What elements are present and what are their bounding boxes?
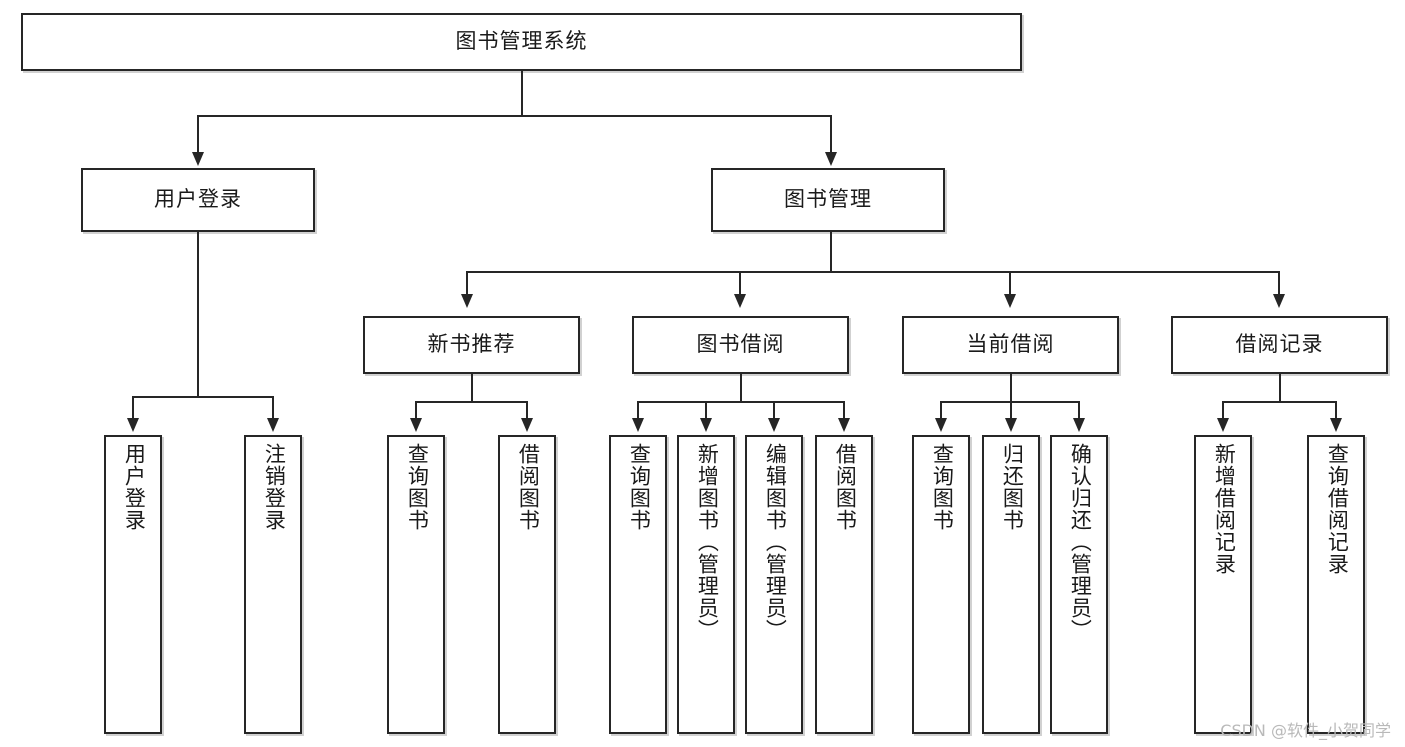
connector-borrowrecord-bus bbox=[1222, 401, 1337, 403]
node-current-borrow[interactable]: 当前借阅 bbox=[902, 316, 1119, 374]
arrowhead-userlogin bbox=[192, 152, 204, 166]
arrowhead-new-book-recommend bbox=[461, 294, 473, 308]
connector-bookborrow-drop-1 bbox=[637, 401, 639, 418]
arrowhead-book-borrow bbox=[734, 294, 746, 308]
node-label: 借阅图书 bbox=[516, 443, 540, 531]
connector-bookmanage-bus bbox=[466, 271, 1280, 273]
connector-bookborrow-drop-4 bbox=[843, 401, 845, 418]
node-root-system[interactable]: 图书管理系统 bbox=[21, 13, 1022, 71]
arrowhead-leaf-add-record bbox=[1217, 418, 1229, 432]
node-book-manage[interactable]: 图书管理 bbox=[711, 168, 945, 232]
node-leaf-query-book-1[interactable]: 查询图书 bbox=[387, 435, 445, 734]
arrowhead-leaf-user-login bbox=[127, 418, 139, 432]
arrowhead-leaf-query-record bbox=[1330, 418, 1342, 432]
connector-userlogin-stem bbox=[197, 232, 199, 397]
node-label: 新书推荐 bbox=[427, 332, 516, 356]
node-book-borrow[interactable]: 图书借阅 bbox=[632, 316, 849, 374]
node-label: 借阅图书 bbox=[833, 443, 857, 531]
connector-currentborrow-drop-3 bbox=[1078, 401, 1080, 418]
node-label: 图书借阅 bbox=[696, 332, 785, 356]
connector-bookmanage-drop-4 bbox=[1278, 271, 1280, 295]
node-leaf-borrow-book-1[interactable]: 借阅图书 bbox=[498, 435, 556, 734]
connector-borrowrecord-drop-1 bbox=[1222, 401, 1224, 418]
arrowhead-leaf-logout-login bbox=[267, 418, 279, 432]
arrowhead-current-borrow bbox=[1004, 294, 1016, 308]
connector-root-to-userlogin bbox=[197, 115, 199, 153]
arrowhead-leaf-borrow-book-1 bbox=[521, 418, 533, 432]
node-label: 借阅记录 bbox=[1235, 332, 1324, 356]
connector-newbook-drop-2 bbox=[526, 401, 528, 418]
node-user-login[interactable]: 用户登录 bbox=[81, 168, 315, 232]
arrowhead-bookmanage bbox=[825, 152, 837, 166]
connector-userlogin-bus bbox=[132, 396, 274, 398]
connector-currentborrow-drop-1 bbox=[940, 401, 942, 418]
connector-userlogin-drop-2 bbox=[272, 396, 274, 418]
node-leaf-confirm-return[interactable]: 确认归还（管理员） bbox=[1050, 435, 1108, 734]
connector-bookborrow-stem bbox=[740, 374, 742, 402]
arrowhead-borrow-record bbox=[1273, 294, 1285, 308]
connector-bookborrow-bus bbox=[637, 401, 845, 403]
connector-bookmanage-drop-3 bbox=[1009, 271, 1011, 295]
node-label: 注销登录 bbox=[262, 443, 286, 531]
node-leaf-query-book-2[interactable]: 查询图书 bbox=[609, 435, 667, 734]
connector-borrowrecord-drop-2 bbox=[1335, 401, 1337, 418]
connector-root-bus bbox=[197, 115, 832, 117]
connector-root-to-bookmanage bbox=[830, 115, 832, 153]
node-label: 用户登录 bbox=[154, 187, 242, 211]
node-label: 查询图书 bbox=[627, 443, 651, 531]
arrowhead-leaf-add-book bbox=[700, 418, 712, 432]
connector-bookmanage-drop-2 bbox=[739, 271, 741, 295]
connector-newbook-bus bbox=[415, 401, 528, 403]
node-label: 图书管理系统 bbox=[455, 29, 588, 53]
node-leaf-user-login[interactable]: 用户登录 bbox=[104, 435, 162, 734]
node-label: 图书管理 bbox=[784, 187, 872, 211]
node-new-book-recommend[interactable]: 新书推荐 bbox=[363, 316, 580, 374]
watermark-text: CSDN @软件_小贺同学 bbox=[1220, 721, 1391, 740]
arrowhead-leaf-return-book bbox=[1005, 418, 1017, 432]
node-leaf-edit-book[interactable]: 编辑图书（管理员） bbox=[745, 435, 803, 734]
node-label: 确认归还（管理员） bbox=[1068, 443, 1092, 641]
node-label: 编辑图书（管理员） bbox=[763, 443, 787, 641]
connector-bookmanage-drop-1 bbox=[466, 271, 468, 295]
node-label: 查询图书 bbox=[405, 443, 429, 531]
connector-root-stem bbox=[521, 71, 523, 116]
connector-borrowrecord-stem bbox=[1279, 374, 1281, 402]
arrowhead-leaf-confirm-return bbox=[1073, 418, 1085, 432]
connector-userlogin-drop-1 bbox=[132, 396, 134, 418]
node-leaf-add-book[interactable]: 新增图书（管理员） bbox=[677, 435, 735, 734]
node-leaf-logout-login[interactable]: 注销登录 bbox=[244, 435, 302, 734]
arrowhead-leaf-query-book-3 bbox=[935, 418, 947, 432]
connector-bookborrow-drop-3 bbox=[773, 401, 775, 418]
node-leaf-add-record[interactable]: 新增借阅记录 bbox=[1194, 435, 1252, 734]
arrowhead-leaf-query-book-2 bbox=[632, 418, 644, 432]
node-label: 查询图书 bbox=[930, 443, 954, 531]
node-borrow-record[interactable]: 借阅记录 bbox=[1171, 316, 1388, 374]
node-label: 新增借阅记录 bbox=[1212, 443, 1236, 575]
connector-currentborrow-drop-2 bbox=[1010, 401, 1012, 418]
node-leaf-query-book-3[interactable]: 查询图书 bbox=[912, 435, 970, 734]
connector-newbook-stem bbox=[471, 374, 473, 402]
arrowhead-leaf-borrow-book-2 bbox=[838, 418, 850, 432]
arrowhead-leaf-edit-book bbox=[768, 418, 780, 432]
node-label: 用户登录 bbox=[122, 443, 146, 531]
node-label: 新增图书（管理员） bbox=[695, 443, 719, 641]
connector-newbook-drop-1 bbox=[415, 401, 417, 418]
node-leaf-borrow-book-2[interactable]: 借阅图书 bbox=[815, 435, 873, 734]
arrowhead-leaf-query-book-1 bbox=[410, 418, 422, 432]
node-leaf-return-book[interactable]: 归还图书 bbox=[982, 435, 1040, 734]
node-label: 归还图书 bbox=[1000, 443, 1024, 531]
connector-bookmanage-stem bbox=[830, 232, 832, 272]
node-label: 查询借阅记录 bbox=[1325, 443, 1349, 575]
node-leaf-query-record[interactable]: 查询借阅记录 bbox=[1307, 435, 1365, 734]
connector-bookborrow-drop-2 bbox=[705, 401, 707, 418]
node-label: 当前借阅 bbox=[966, 332, 1055, 356]
connector-currentborrow-stem bbox=[1010, 374, 1012, 402]
